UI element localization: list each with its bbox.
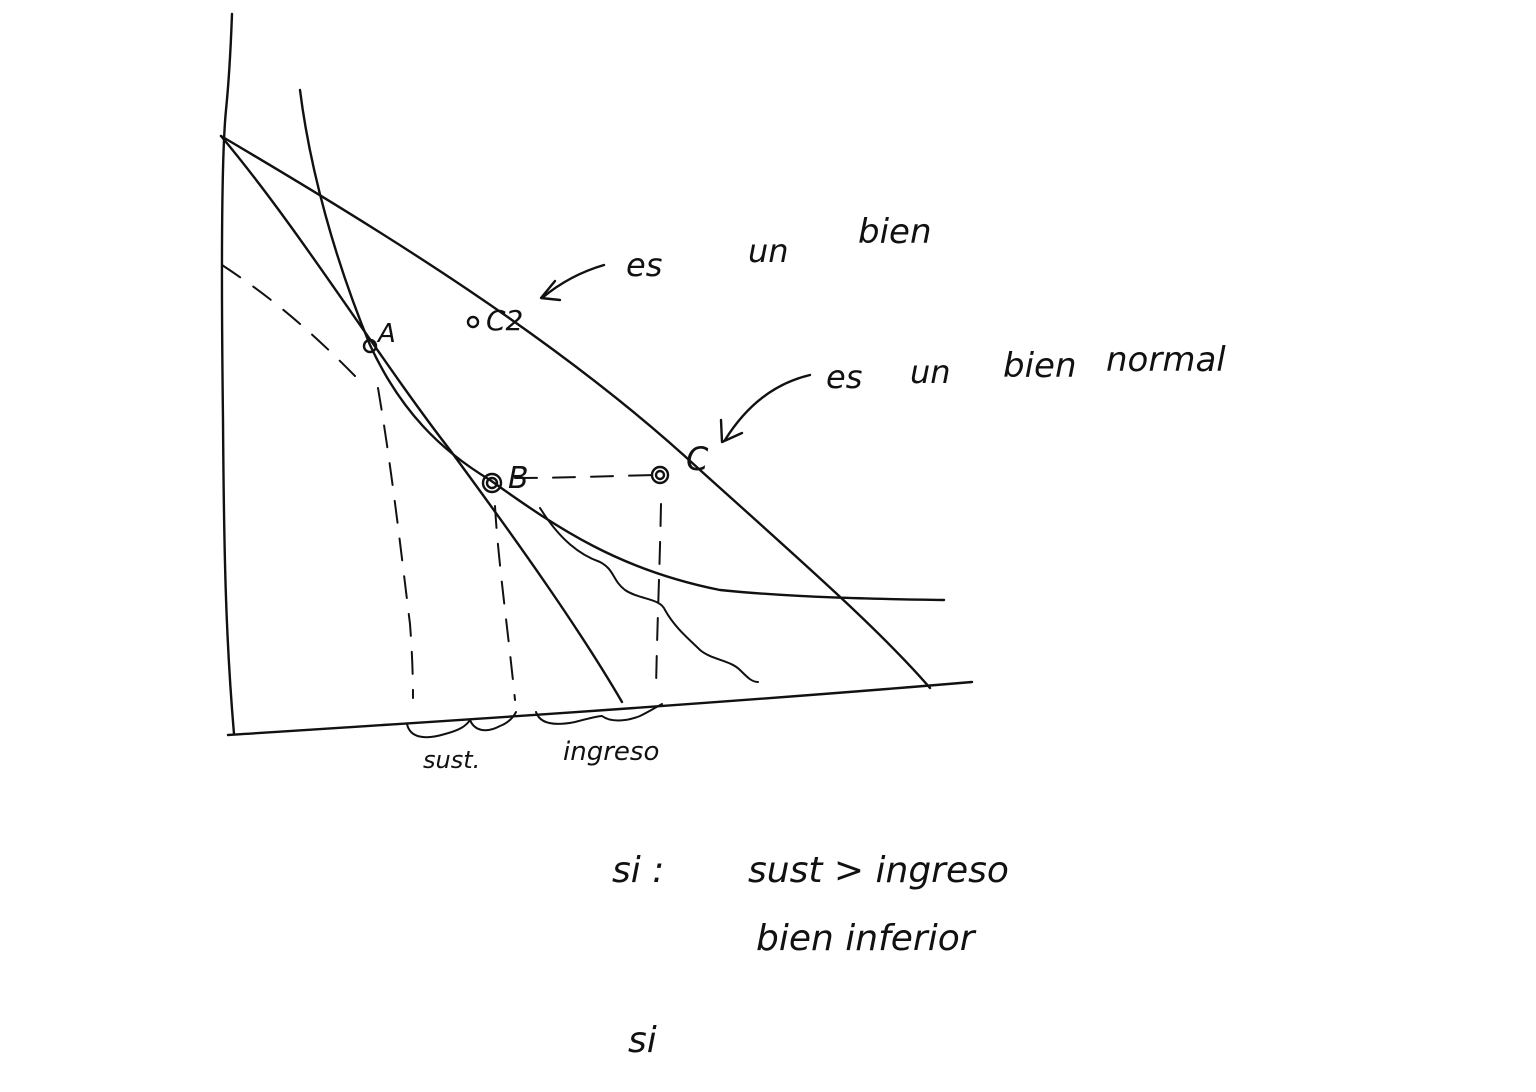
dashed-horizontal-b-to-c — [514, 474, 656, 479]
budget-line-new — [219, 134, 932, 690]
note-condition: sust > ingreso — [748, 850, 1009, 891]
point-b-label: B — [508, 461, 529, 496]
annotation-c-bien: bien — [1003, 346, 1077, 386]
brace-ingreso — [535, 703, 663, 725]
x-axis — [226, 680, 974, 737]
note-si-2: si — [628, 1020, 657, 1061]
annotation-c-un: un — [910, 353, 951, 391]
point-b: B — [481, 461, 529, 496]
annotation-c-normal: normal — [1106, 340, 1226, 380]
brace-sust-label: sust. — [423, 746, 480, 774]
brace-ingreso-label: ingreso — [563, 737, 659, 767]
annotation-c-es: es — [826, 358, 862, 396]
annotation-c2-un: un — [748, 232, 789, 270]
annotation-c2-es: es — [626, 246, 662, 284]
dashed-horizontal-to-a — [221, 264, 356, 377]
brace-sust — [406, 711, 517, 739]
note-si-1: si : — [612, 850, 664, 891]
budget-line-original — [219, 134, 624, 704]
point-c2-label: C2 — [486, 304, 523, 337]
point-a: A — [362, 319, 396, 354]
dashed-vertical-b — [494, 505, 516, 701]
y-axis — [220, 12, 236, 736]
arrow-to-c — [719, 373, 812, 444]
dashed-vertical-a — [377, 387, 414, 699]
point-c-label: C — [686, 440, 709, 478]
note-bien-inferior: bien inferior — [756, 918, 977, 959]
point-c2: C2 — [466, 304, 523, 337]
point-c: C — [650, 440, 709, 485]
indifference-curve — [298, 88, 946, 602]
annotation-c2-bien: bien — [858, 212, 932, 252]
point-a-label: A — [376, 319, 396, 349]
dashed-vertical-c — [655, 503, 662, 691]
arrow-to-c2 — [539, 263, 606, 302]
wavy-hatch-line — [539, 507, 759, 683]
